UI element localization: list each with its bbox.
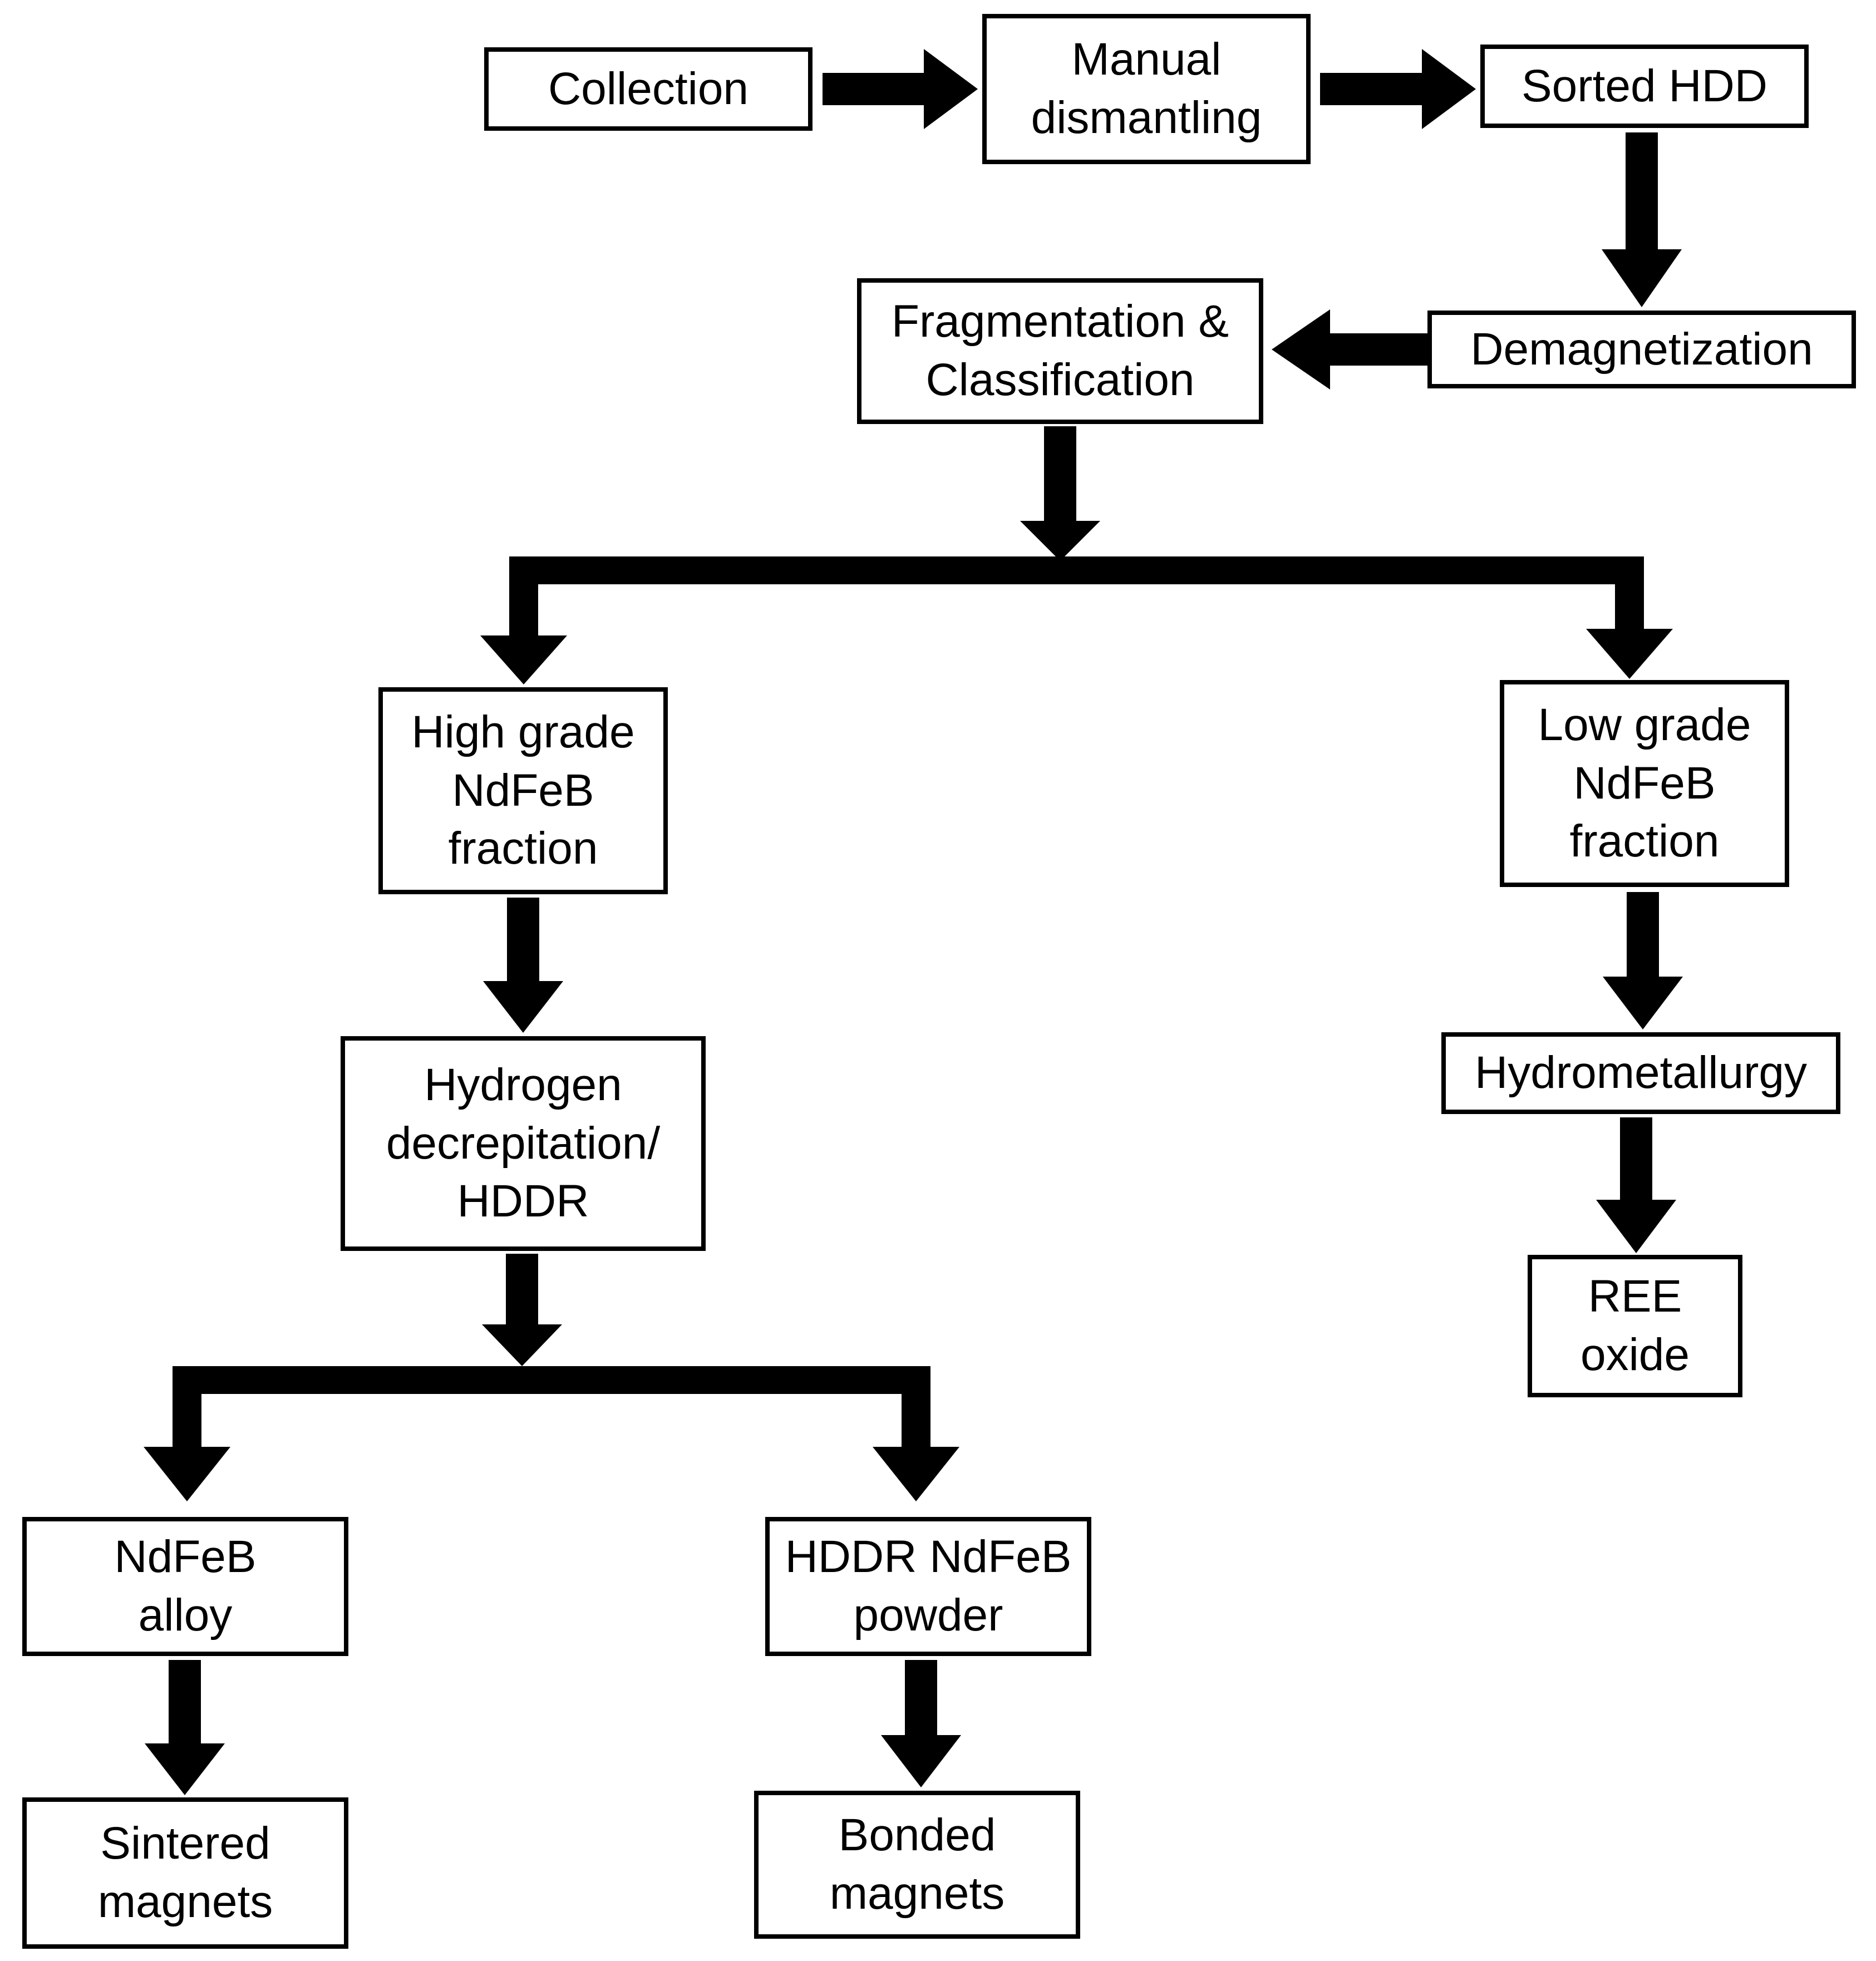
node-collection: Collection — [484, 47, 813, 131]
node-demagnetization: Demagnetization — [1427, 311, 1856, 388]
node-collection-label: Collection — [548, 63, 749, 114]
node-bonded-magnets-label: Bonded magnets — [829, 1810, 1005, 1919]
arrow-demagnetization-to-fragmentation-icon — [1272, 309, 1427, 390]
split-bar-grade-fractions-icon — [480, 556, 1673, 684]
node-demagnetization-label: Demagnetization — [1470, 323, 1813, 375]
arrow-sorted-to-demagnetization-icon — [1602, 132, 1682, 307]
arrow-alloy-to-sintered-icon — [145, 1660, 225, 1795]
node-fragmentation-classification-label: Fragmentation & Classification — [891, 296, 1229, 405]
arrow-lowgrade-to-hydrometallurgy-icon — [1603, 892, 1683, 1029]
node-hddr-powder: HDDR NdFeB powder — [765, 1517, 1091, 1656]
node-sorted-hdd-label: Sorted HDD — [1521, 60, 1768, 111]
node-manual-dismantling: Manual dismantling — [982, 14, 1311, 164]
node-sintered-magnets-label: Sintered magnets — [97, 1818, 273, 1927]
arrow-fragmentation-to-split-icon — [1020, 426, 1100, 561]
node-ndfeb-alloy-label: NdFeB alloy — [114, 1531, 257, 1640]
node-low-grade-fraction-label: Low grade NdFeB fraction — [1538, 699, 1751, 867]
node-ree-oxide-label: REE oxide — [1580, 1271, 1690, 1380]
arrow-hydrogen-to-split-icon — [482, 1254, 562, 1366]
arrow-collection-to-dismantling-icon — [823, 49, 978, 129]
node-fragmentation-classification: Fragmentation & Classification — [857, 278, 1263, 424]
arrow-powder-to-bonded-icon — [881, 1660, 961, 1787]
node-manual-dismantling-label: Manual dismantling — [1031, 34, 1262, 143]
arrow-hydrometallurgy-to-ree-icon — [1596, 1117, 1676, 1253]
node-ree-oxide: REE oxide — [1528, 1255, 1742, 1397]
arrow-dismantling-to-sorted-icon — [1320, 49, 1476, 129]
node-high-grade-fraction: High grade NdFeB fraction — [378, 687, 668, 894]
node-hddr-powder-label: HDDR NdFeB powder — [785, 1531, 1072, 1640]
node-hydrogen-decrepitation-label: Hydrogen decrepitation/ HDDR — [386, 1059, 661, 1227]
node-hydrometallurgy-label: Hydrometallurgy — [1475, 1047, 1807, 1098]
node-hydrometallurgy: Hydrometallurgy — [1441, 1032, 1840, 1114]
node-sintered-magnets: Sintered magnets — [22, 1797, 348, 1949]
node-ndfeb-alloy: NdFeB alloy — [22, 1517, 348, 1656]
node-bonded-magnets: Bonded magnets — [754, 1791, 1080, 1939]
node-high-grade-fraction-label: High grade NdFeB fraction — [411, 706, 635, 874]
split-bar-alloy-powder-icon — [144, 1366, 959, 1501]
node-sorted-hdd: Sorted HDD — [1480, 45, 1809, 128]
arrow-highgrade-to-hydrogen-icon — [483, 898, 563, 1033]
node-low-grade-fraction: Low grade NdFeB fraction — [1500, 680, 1789, 887]
node-hydrogen-decrepitation: Hydrogen decrepitation/ HDDR — [341, 1036, 706, 1251]
